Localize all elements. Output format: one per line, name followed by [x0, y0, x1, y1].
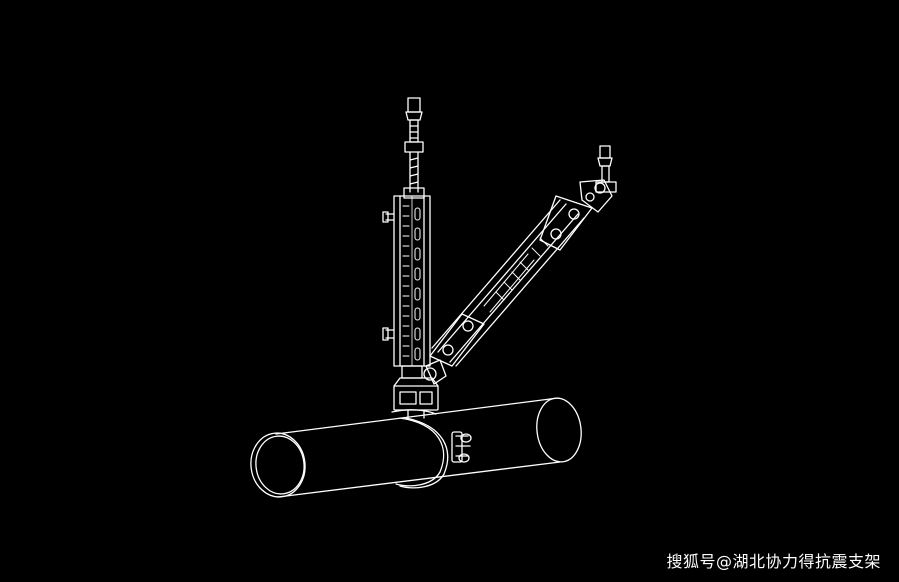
- diagonal-brace: [423, 145, 617, 385]
- pipe: [250, 397, 582, 498]
- pipe-clamp: [391, 377, 472, 489]
- vertical-hanger-rod: [403, 97, 425, 199]
- vertical-channel: [382, 195, 431, 379]
- watermark: 搜狐号@湖北协力得抗震支架: [666, 552, 881, 571]
